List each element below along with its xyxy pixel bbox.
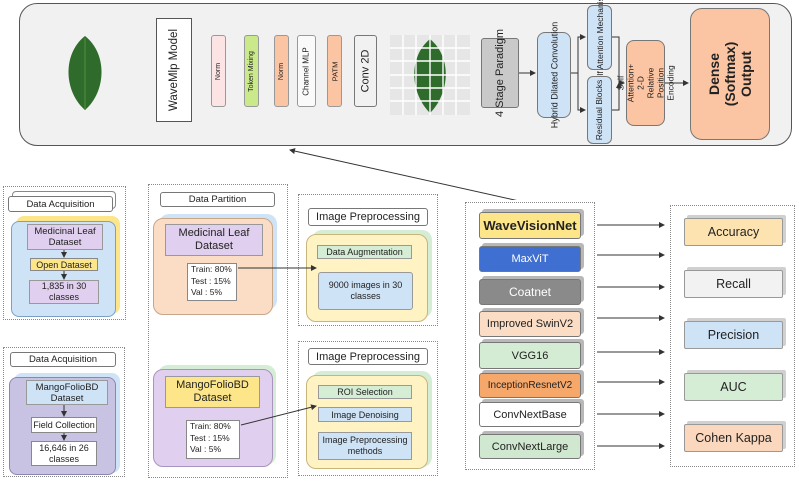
- hybrid-dilated-convolution-box: Hybrid Dilated Convolution: [537, 22, 571, 128]
- partition-title: Data Partition: [160, 192, 275, 207]
- acq1-dataset-label: Medicinal Leaf Dataset: [27, 224, 103, 250]
- acq1-count-label: 1,835 in 30 classes: [29, 280, 99, 304]
- metrics-panel: [670, 205, 795, 467]
- preprocessing-2-panel: [298, 341, 438, 476]
- model-vgg16: VGG16: [479, 342, 581, 369]
- model-inceptionresnetv2: InceptionResnetV2: [479, 373, 581, 398]
- data-partition-panel: [148, 184, 288, 478]
- prep1-augmentation: Data Augmentation: [317, 245, 412, 259]
- self-attention-mechanism-box: Self Attention Mechanism: [587, 0, 612, 85]
- acq1-source-label: Open Dataset: [30, 258, 98, 271]
- d2-train: Train: 80%: [190, 421, 231, 431]
- d1-test: Test : 15%: [191, 275, 231, 286]
- norm-block-2: Norm: [274, 35, 289, 107]
- channel-mlp-block: Channel MLP: [297, 35, 316, 107]
- model-improved-swinv2: Improved SwinV2: [479, 311, 581, 337]
- prep2-title: Image Preprocessing: [308, 348, 428, 365]
- prep2-methods: Image Preprocessing methods: [318, 432, 412, 460]
- metric-recall: Recall: [684, 270, 783, 298]
- metric-auc: AUC: [684, 373, 783, 401]
- d2-val: Val : 5%: [190, 444, 222, 454]
- prep2-roi: ROI Selection: [318, 385, 412, 399]
- acq1-title: Data Acquisition: [8, 196, 113, 212]
- metric-precision: Precision: [684, 321, 783, 349]
- partition-d2-name: MangoFolioBD Dataset: [165, 376, 260, 408]
- partition-to-preprocessing-arrows: [238, 265, 317, 426]
- model-wavevisionnet: WaveVisionNet: [479, 212, 581, 239]
- model-convnextbase: ConvNextBase: [479, 402, 581, 427]
- conv2d-block: Conv 2D: [354, 35, 377, 107]
- metric-cohen-kappa: Cohen Kappa: [684, 424, 783, 452]
- acq2-dataset-label: MangoFolioBD Dataset: [26, 380, 108, 405]
- acq2-count-label: 16,646 in 26 classes: [31, 441, 97, 466]
- data-acquisition-2-panel: [3, 347, 125, 477]
- partition-d1-split: Train: 80% Test : 15% Val : 5%: [187, 263, 237, 301]
- data-acquisition-1-panel: [3, 186, 126, 320]
- d2-test: Test : 15%: [190, 432, 230, 443]
- preprocessing-1-panel: [298, 194, 438, 326]
- model-convnextlarge: ConvNextLarge: [479, 434, 581, 459]
- acq2-source-label: Field Collection: [31, 417, 97, 433]
- model-maxvit: MaxViT: [479, 246, 581, 272]
- prep1-title: Image Preprocessing: [308, 208, 428, 226]
- patched-leaf-image: [390, 35, 470, 115]
- d1-train: Train: 80%: [191, 264, 232, 274]
- partition-d2-split: Train: 80% Test : 15% Val : 5%: [186, 420, 240, 459]
- norm-block-1: Norm: [211, 35, 226, 107]
- prep2-denoise: Image Denoising: [318, 407, 412, 422]
- models-panel: [465, 202, 595, 470]
- token-mixing-block: Token Mixing: [244, 35, 259, 107]
- top-pipeline-arrows: [289, 34, 689, 200]
- acquisition-arrows: [61, 250, 67, 441]
- relative-position-encoding-box: Self Attention+ 2-D Relative Position En…: [616, 40, 676, 126]
- model-coatnet: Coatnet: [479, 279, 581, 305]
- patm-block: PATM: [327, 35, 342, 107]
- wavemlp-model-box: WaveMlp Model: [156, 18, 192, 122]
- stage-paradigm-box: 4 Stage Paradigm: [481, 29, 519, 117]
- metric-accuracy: Accuracy: [684, 218, 783, 246]
- input-leaf-image: [44, 33, 126, 113]
- partition-d1-name: Medicinal Leaf Dataset: [165, 224, 263, 256]
- d1-val: Val : 5%: [191, 287, 223, 297]
- acq2-title: Data Acquisition: [10, 352, 116, 367]
- prep1-images: 9000 images in 30 classes: [318, 272, 413, 310]
- residual-blocks-box: Residual Blocks: [587, 76, 612, 144]
- dense-softmax-output-box: Dense (Softmax) Output: [690, 8, 770, 140]
